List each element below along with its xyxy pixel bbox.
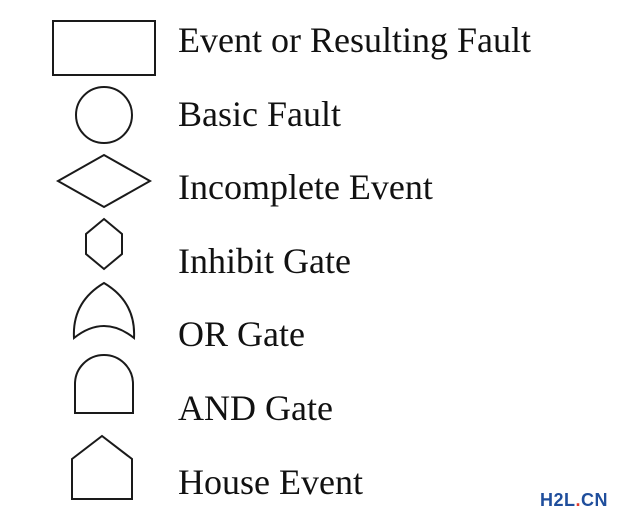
or-gate-icon <box>72 281 136 340</box>
incomplete-event-diamond-icon <box>55 153 153 209</box>
watermark-dot: . <box>575 490 582 510</box>
legend-label-basic-fault: Basic Fault <box>178 94 341 134</box>
legend-label-inhibit-gate: Inhibit Gate <box>178 241 351 281</box>
legend-label-and-gate: AND Gate <box>178 388 333 428</box>
watermark-suffix: CN <box>581 490 609 510</box>
inhibit-gate-hexagon-icon <box>85 217 123 271</box>
house-event-icon <box>71 434 133 500</box>
event-rectangle-icon <box>52 20 156 76</box>
legend-label-event: Event or Resulting Fault <box>178 20 531 60</box>
watermark-main: H2L <box>540 490 576 510</box>
and-gate-icon <box>74 354 134 414</box>
legend-label-or-gate: OR Gate <box>178 314 305 354</box>
watermark-logo: H2L.CN <box>540 490 608 510</box>
basic-fault-circle-icon <box>75 86 133 144</box>
legend-label-incomplete-event: Incomplete Event <box>178 167 433 207</box>
legend-label-house-event: House Event <box>178 462 363 502</box>
